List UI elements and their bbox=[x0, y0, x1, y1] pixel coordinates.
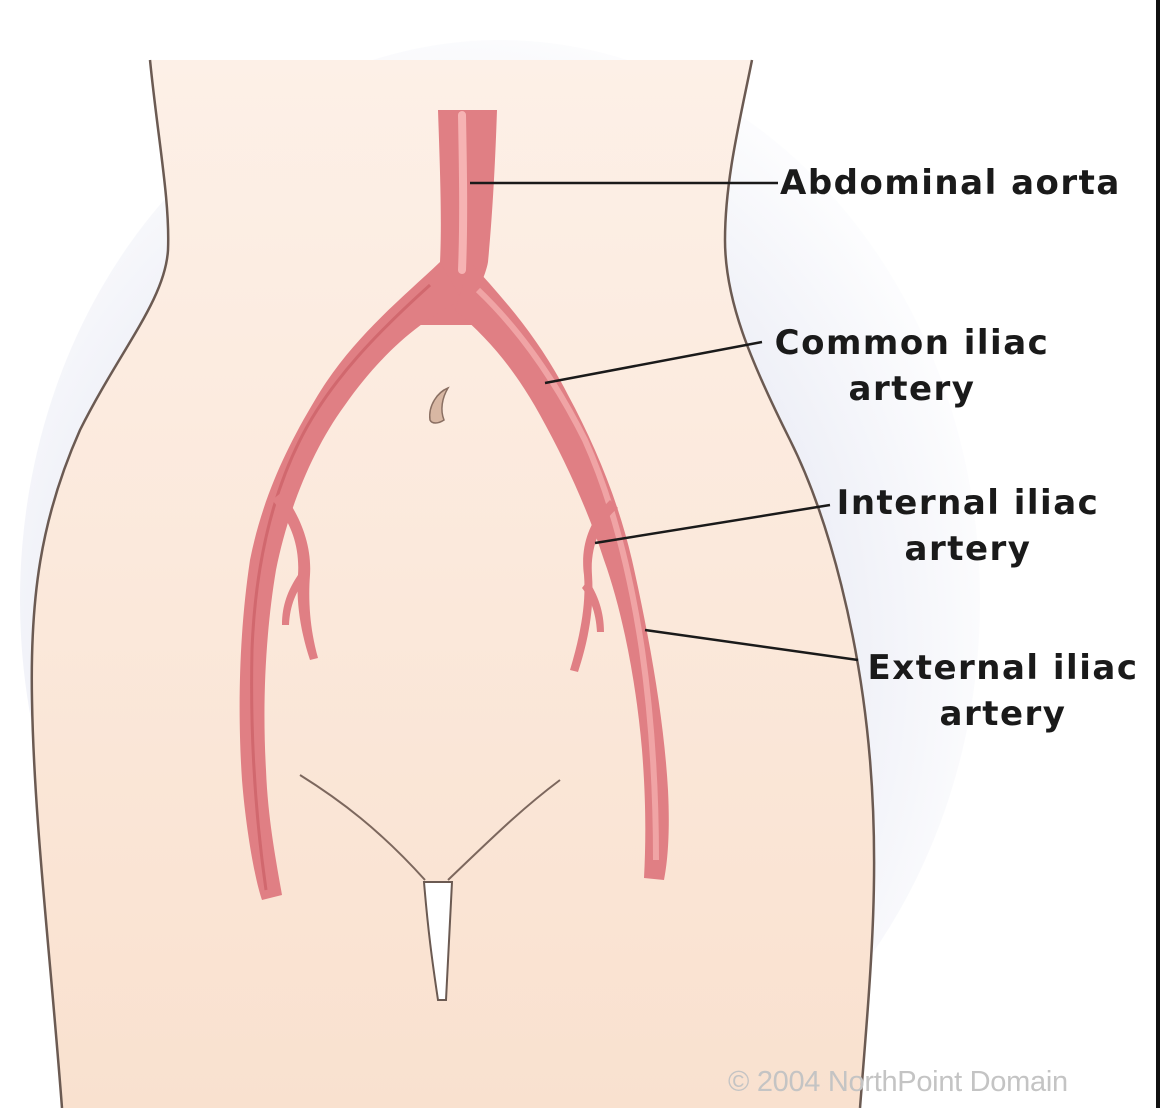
aorta-highlight bbox=[462, 115, 463, 270]
frame-border-right bbox=[1156, 0, 1160, 1108]
label-abdominal-aorta-text: Abdominal aorta bbox=[780, 160, 1121, 206]
label-common-iliac-line1: Common iliac bbox=[762, 320, 1062, 366]
label-common-iliac-artery: Common iliac artery bbox=[762, 320, 1062, 412]
label-external-iliac-line1: External iliac bbox=[858, 645, 1148, 691]
label-external-iliac-line2: artery bbox=[858, 691, 1148, 737]
label-common-iliac-line2: artery bbox=[762, 366, 1062, 412]
label-internal-iliac-line1: Internal iliac bbox=[828, 480, 1108, 526]
label-abdominal-aorta: Abdominal aorta bbox=[780, 160, 1121, 206]
label-internal-iliac-line2: artery bbox=[828, 526, 1108, 572]
label-internal-iliac-artery: Internal iliac artery bbox=[828, 480, 1108, 572]
label-external-iliac-artery: External iliac artery bbox=[858, 645, 1148, 737]
copyright-notice: © 2004 NorthPoint Domain bbox=[728, 1066, 1068, 1099]
